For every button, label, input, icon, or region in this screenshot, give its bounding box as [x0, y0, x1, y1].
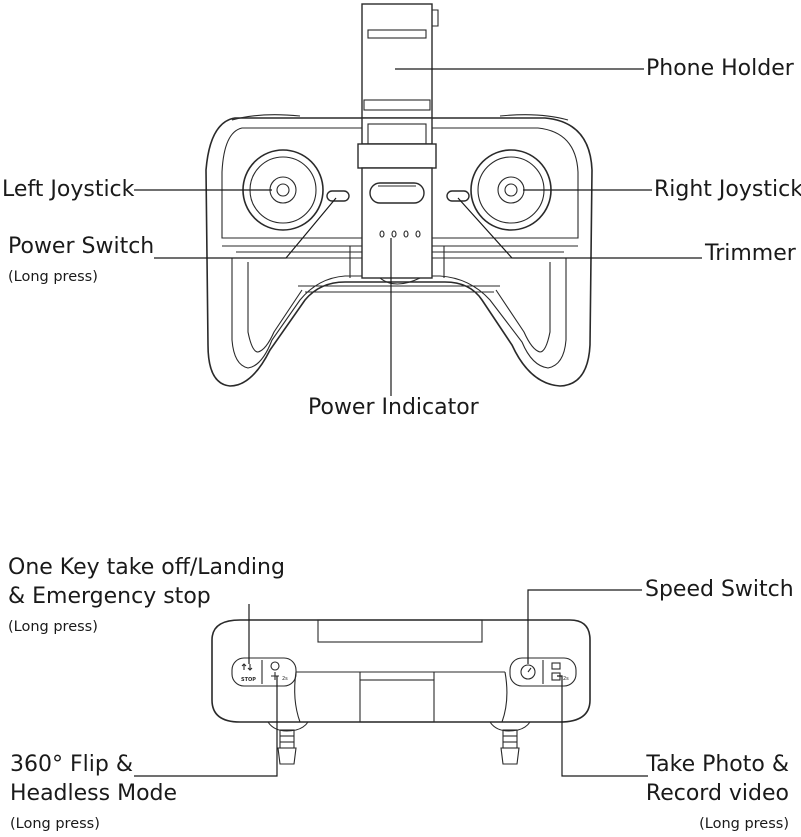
- phone-holder-icon: [349, 3, 445, 279]
- power-indicator-icon: [379, 230, 421, 238]
- controller-body: [205, 117, 593, 387]
- photo-2s-mark: 2s: [563, 676, 569, 682]
- camera-icon: [551, 662, 561, 681]
- speed-switch-icon: [520, 664, 536, 680]
- front-view-controller: [205, 3, 593, 387]
- power-switch-note: (Long press): [8, 269, 98, 285]
- stop-mark: STOP: [241, 677, 256, 683]
- power-indicator-label: Power Indicator: [308, 395, 479, 420]
- takeoff-landing-icon: [241, 663, 253, 671]
- flip-2s-mark: 2s: [282, 676, 288, 682]
- phone-holder-label: Phone Holder: [646, 56, 794, 81]
- trimmer-label: Trimmer: [705, 241, 796, 266]
- speed-switch-label: Speed Switch: [645, 577, 794, 602]
- flip-headless-icon: [270, 661, 280, 680]
- front-view-leader-lines: [134, 68, 702, 396]
- flip-label-line1: 360° Flip &: [10, 752, 133, 777]
- top-view-leader-lines: [134, 589, 648, 777]
- photo-label-line2: Record video: [645, 781, 789, 806]
- photo-note: (Long press): [699, 816, 789, 832]
- takeoff-note: (Long press): [8, 619, 98, 635]
- photo-label-line1: Take Photo &: [646, 752, 789, 777]
- left-antenna-icon: [267, 721, 309, 765]
- power-switch-label: Power Switch: [8, 234, 155, 259]
- right-joystick-label: Right Joystick: [654, 177, 801, 202]
- takeoff-label-line1: One Key take off/Landing: [8, 555, 285, 580]
- flip-note: (Long press): [10, 816, 100, 832]
- left-joystick-label: Left Joystick: [2, 177, 135, 202]
- flip-label-line2: Headless Mode: [10, 781, 178, 806]
- controller-top-body: [211, 619, 591, 723]
- trimmer-icon: [446, 190, 470, 202]
- top-view-controller: [211, 619, 591, 765]
- power-switch-icon: [326, 190, 350, 202]
- right-antenna-icon: [489, 721, 531, 765]
- takeoff-label-line2: & Emergency stop: [8, 584, 211, 609]
